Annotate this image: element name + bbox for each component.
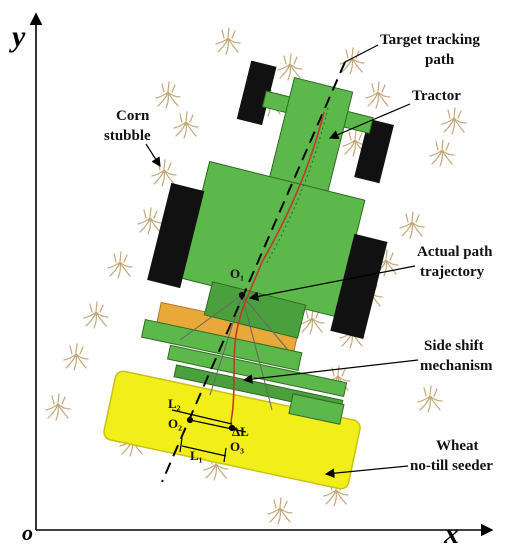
o1-point xyxy=(238,291,246,299)
rear-wheel-right xyxy=(330,233,388,339)
wheat-arrow xyxy=(324,465,409,478)
corn-stubble-icon xyxy=(45,393,71,421)
front-wheel-left xyxy=(236,60,277,126)
corn-stubble-icon xyxy=(399,211,425,239)
corn-stubble-icon xyxy=(173,111,199,139)
corn-stubble-icon xyxy=(63,343,89,371)
wheat-label-line2: no-till seeder xyxy=(410,458,493,474)
side-shift-arrow xyxy=(242,359,419,384)
o1-label: O₁ xyxy=(230,266,244,281)
front-wheel-right xyxy=(354,118,394,184)
corn-stubble-icon xyxy=(155,81,181,109)
actual-path-trajectory xyxy=(230,111,325,431)
annotations: Target tracking path Tractor Corn stubbl… xyxy=(104,32,493,478)
target-path-pointer xyxy=(344,44,379,63)
corn-stubble-icon xyxy=(429,139,455,167)
o3-label: O₃ xyxy=(230,439,244,454)
side-shift-label-line1: Side shift xyxy=(424,338,484,354)
actual-path-dots xyxy=(265,107,329,265)
o2-label: O₂ xyxy=(168,416,182,431)
corn-stubble-icon xyxy=(417,385,443,413)
hitch-mid-bar xyxy=(166,344,348,398)
corn-stubble-icon xyxy=(267,497,293,525)
corn-stubble-icon xyxy=(365,81,391,109)
corn-stubble-icon xyxy=(151,159,177,187)
y-axis-label: y xyxy=(9,20,26,53)
tractor-arrow xyxy=(328,103,411,140)
corn-stubble-icon xyxy=(277,53,303,81)
delta-l-label: ΔL xyxy=(232,424,249,439)
l2-label: L₂ xyxy=(168,396,181,411)
corn-stubble-icon xyxy=(441,107,467,135)
corn-stubble-icon xyxy=(83,301,109,329)
actual-path-arrow xyxy=(248,265,416,302)
target-path-label-line2: path xyxy=(425,52,455,68)
corn-label-line2: stubble xyxy=(104,128,151,144)
wheat-label-line1: Wheat xyxy=(436,438,479,454)
hitch-right-arm xyxy=(288,393,345,425)
axes: y x o xyxy=(9,12,494,550)
corn-stubble-icon xyxy=(137,207,163,235)
target-tracking-path xyxy=(161,61,346,483)
side-shift-label-line2: mechanism xyxy=(420,358,493,374)
target-path-label-line1: Target tracking xyxy=(380,32,480,48)
offset-geometry xyxy=(171,291,247,463)
origin-label: o xyxy=(22,520,33,545)
l1-line xyxy=(181,445,227,457)
dl-line xyxy=(189,419,247,433)
corn-stubble-icon xyxy=(215,27,241,55)
tractor-label: Tractor xyxy=(412,88,461,104)
point-labels: O₁ L₂ O₂ ΔL O₃ L₁ xyxy=(168,266,249,463)
o2-point xyxy=(186,416,194,424)
actual-path-label-line1: Actual path xyxy=(417,244,493,260)
corn-stubble-icon xyxy=(107,251,133,279)
l1-label: L₁ xyxy=(190,448,203,463)
corn-arrow xyxy=(145,143,161,168)
corn-label-line1: Corn xyxy=(116,108,150,124)
l2-line xyxy=(171,409,233,425)
rear-wheel-left xyxy=(147,182,205,289)
actual-path-label-line2: trajectory xyxy=(420,264,485,280)
x-axis-label: x xyxy=(443,517,459,550)
corn-stubble-icon xyxy=(339,47,365,75)
side-shift-mechanism xyxy=(140,301,348,425)
o3-point xyxy=(228,424,236,432)
